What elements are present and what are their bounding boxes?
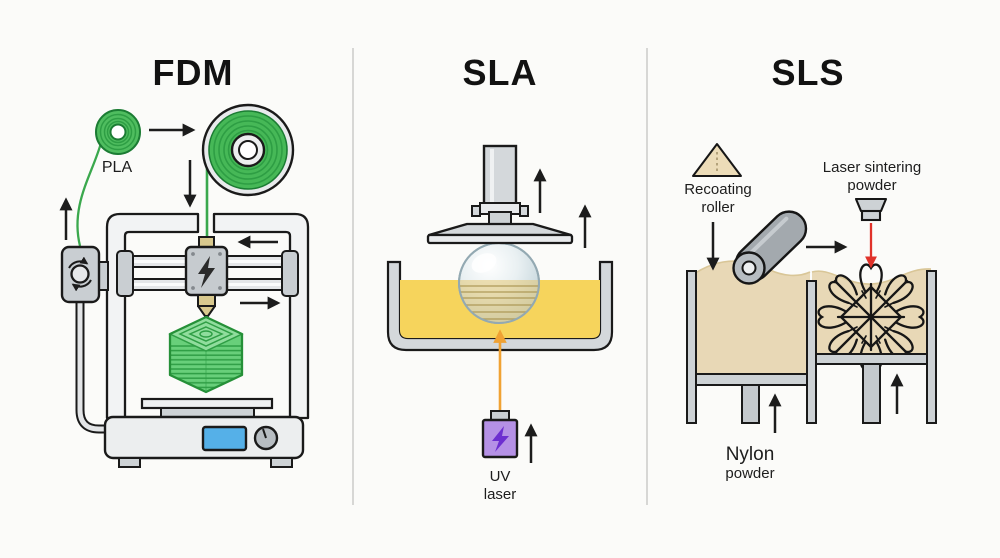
sls-title: SLS bbox=[771, 52, 845, 93]
lightning-bolt-icon bbox=[492, 426, 509, 452]
filament-spool-large bbox=[201, 103, 295, 197]
print-bed bbox=[140, 397, 274, 418]
sintered-lattice bbox=[817, 263, 925, 371]
wall-middle bbox=[806, 280, 817, 424]
wall-left bbox=[686, 270, 697, 424]
printer-base bbox=[103, 415, 305, 468]
recoating-roller-label: Recoating roller bbox=[684, 181, 752, 217]
platform-left bbox=[695, 373, 809, 386]
panel-divider-2 bbox=[646, 48, 648, 505]
sla-illustration bbox=[386, 144, 614, 463]
filament-feeder bbox=[60, 245, 109, 304]
panel-divider-1 bbox=[352, 48, 354, 505]
wall-right bbox=[926, 270, 937, 424]
build-platform bbox=[426, 144, 574, 245]
piston-right bbox=[862, 363, 881, 424]
powder-chambers bbox=[686, 270, 937, 424]
recoating-roller-label-line2: roller bbox=[701, 199, 735, 216]
fdm-title: FDM bbox=[152, 52, 234, 93]
laser-sintering-label-line1: Laser sintering bbox=[822, 159, 922, 176]
filament-tube bbox=[75, 300, 107, 434]
uv-laser-label-line2: laser bbox=[483, 486, 517, 503]
fdm-illustration bbox=[59, 103, 310, 468]
powder-bed-left bbox=[691, 261, 810, 376]
rotate-arrows-icon bbox=[68, 256, 89, 269]
laser-sintering-label-line2: powder bbox=[847, 177, 897, 194]
lightning-bolt-icon bbox=[198, 256, 215, 288]
uv-laser-label-line1: UV bbox=[489, 468, 511, 485]
recoating-roller-label-line1: Recoating bbox=[684, 181, 752, 198]
powder-pile-triangle bbox=[692, 143, 742, 177]
platform-right bbox=[814, 353, 929, 365]
nozzle bbox=[197, 305, 216, 317]
filament-line-left bbox=[76, 142, 103, 247]
sls-illustration bbox=[686, 143, 937, 433]
sla-title: SLA bbox=[462, 52, 538, 93]
sla-flow-arrows bbox=[524, 168, 592, 463]
laser-head bbox=[854, 197, 888, 222]
nylon-powder-label-line1: Nylon bbox=[725, 444, 775, 465]
display-screen bbox=[201, 425, 248, 452]
uv-laser-box bbox=[481, 410, 519, 459]
sls-flow-arrows bbox=[706, 222, 904, 433]
laser-sintering-label: Laser sintering powder bbox=[823, 159, 921, 195]
printed-part bbox=[168, 315, 244, 394]
fdm-flow-arrows bbox=[59, 123, 281, 310]
sphere-part bbox=[458, 242, 540, 324]
extruder-block bbox=[184, 236, 229, 324]
nylon-powder-label-line2: powder bbox=[725, 465, 775, 482]
piston-left bbox=[741, 384, 760, 424]
pla-label: PLA bbox=[101, 159, 133, 176]
uv-laser-label: UV laser bbox=[484, 468, 517, 504]
printer-frame bbox=[105, 212, 310, 420]
roller-cylinder bbox=[732, 210, 808, 285]
filament-spool-small bbox=[95, 109, 141, 155]
nylon-powder-label: Nylon powder bbox=[725, 444, 774, 483]
